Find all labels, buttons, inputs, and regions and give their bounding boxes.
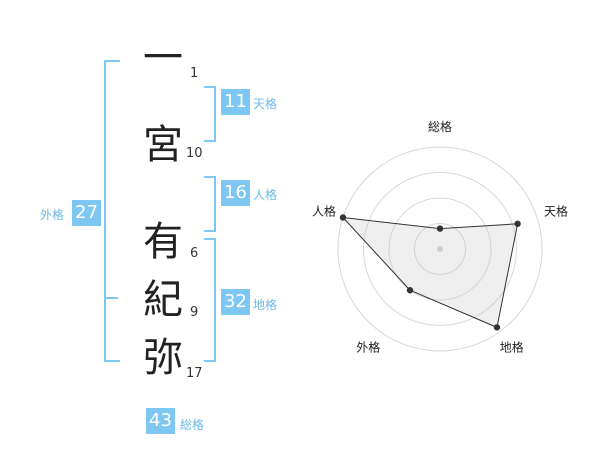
radar-axis-label-4: 外格 [356,340,380,355]
stroke-count-3: 6 [190,246,199,261]
radar-point-3 [493,324,501,331]
outer-bracket-divider [104,297,118,299]
name-char-3: 有 [143,219,183,265]
radar-ring-3 [363,172,517,326]
tenkaku-bracket [204,86,216,142]
stroke-count-5: 17 [186,366,203,381]
soukaku-label: 総格 [180,418,205,432]
radar-point-2 [514,220,521,227]
gaikaku-badge: 27 [72,200,101,226]
jinkaku-badge: 16 [221,180,250,206]
stroke-count-2: 10 [186,146,203,161]
stroke-count-4: 9 [190,305,199,320]
radar-point-4 [406,287,414,294]
radar-axis-label-1: 総格 [428,119,452,134]
chikaku-badge: 32 [221,289,250,315]
soukaku-badge: 43 [146,408,175,434]
tenkaku-label: 天格 [253,97,278,111]
name-char-1: 一 [143,35,183,81]
radar-axis-label-5: 人格 [312,203,336,218]
tenkaku-badge: 11 [221,89,250,115]
radar-center-dot [437,246,443,252]
jinkaku-label: 人格 [253,188,278,202]
radar-ring-1 [414,223,466,275]
radar-ring-4 [337,146,543,352]
radar-axis-label-3: 地格 [500,340,524,355]
radar-point-5 [339,214,347,221]
chikaku-bracket [204,238,216,362]
radar-ring-2 [388,197,492,301]
name-char-2: 宮 [143,122,183,168]
radar-point-1 [436,225,444,232]
gaikaku-label: 外格 [40,208,65,222]
jinkaku-bracket [204,176,216,232]
radar-axis-label-2: 天格 [544,203,568,218]
radar-polygon [341,216,519,329]
name-char-5: 弥 [143,335,183,381]
chikaku-label: 地格 [253,298,278,312]
name-char-4: 紀 [143,277,183,323]
stroke-count-1: 1 [190,66,199,81]
outer-bracket [104,60,120,362]
